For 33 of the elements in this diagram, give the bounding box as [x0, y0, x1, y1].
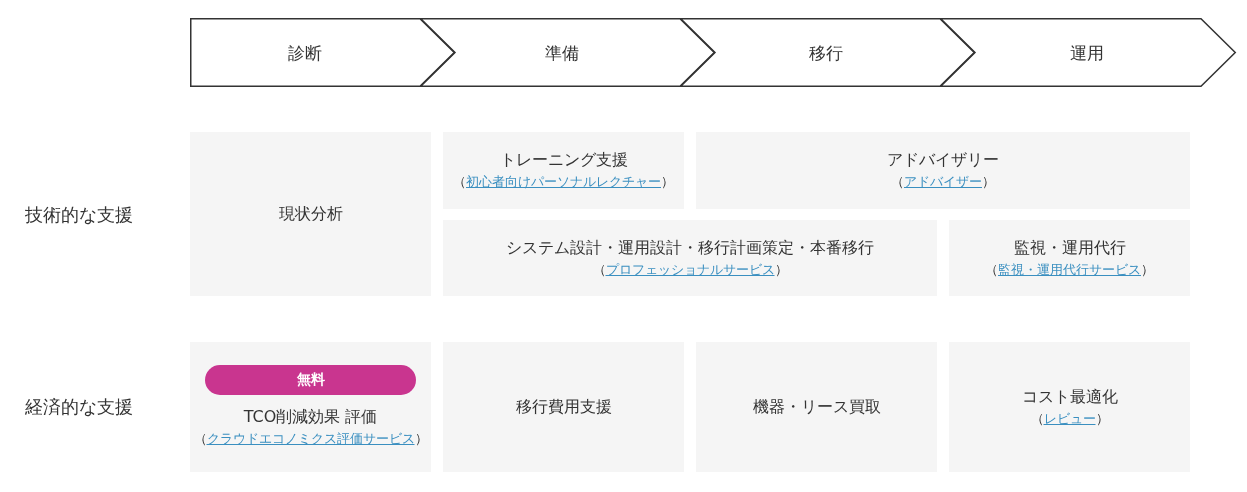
service-note: （レビュー）: [1030, 409, 1109, 428]
service-title: システム設計・運用設計・移行計画策定・本番移行: [506, 236, 874, 259]
service-link: 初心者向けパーソナルレクチャー: [466, 174, 661, 189]
service-title: 移行費用支援: [515, 396, 612, 418]
chevron-step: [190, 18, 455, 87]
step-label: 準備: [545, 41, 579, 64]
row-label: 技術的な支援: [25, 203, 133, 227]
service-link: アドバイザー: [904, 174, 982, 189]
chevron-step: [680, 18, 975, 87]
service-note: （クラウドエコノミクス評価サービス）: [193, 430, 428, 448]
service-note: （アドバイザー）: [891, 173, 995, 191]
service-title: 監視・運用代行: [1013, 236, 1126, 259]
chevron-step: [940, 18, 1236, 87]
step-label: 診断: [288, 41, 322, 64]
service-title: コスト最適化: [1021, 385, 1118, 408]
row-label: 経済的な支援: [25, 395, 133, 419]
tag-pill: 無料: [205, 365, 416, 395]
service-title: アドバイザリー: [887, 149, 999, 171]
service-link: クラウドエコノミクス評価サービス: [206, 431, 415, 446]
service-link: 監視・運用代行サービス: [998, 261, 1141, 277]
service-note: （プロフェッショナルサービス）: [592, 260, 788, 279]
service-link: プロフェッショナルサービス: [605, 261, 775, 277]
service-title: 機器・リース買取: [752, 396, 881, 418]
service-title: 現状分析: [278, 203, 343, 225]
service-box: [190, 342, 431, 472]
service-title: TCO削減効果 評価: [243, 406, 378, 428]
service-link: レビュー: [1043, 410, 1096, 426]
service-note: （監視・運用代行サービス）: [985, 260, 1154, 279]
step-label: 移行: [809, 41, 843, 64]
service-note: （初心者向けパーソナルレクチャー）: [453, 173, 674, 191]
step-label: 運用: [1070, 41, 1104, 64]
chevron-step: [420, 18, 715, 87]
service-title: トレーニング支援: [499, 149, 628, 171]
